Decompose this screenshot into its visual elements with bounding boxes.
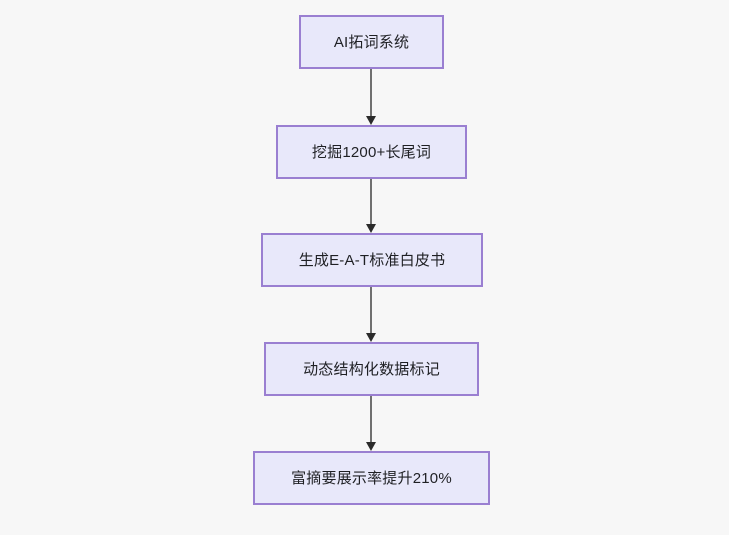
connector-line [370, 69, 372, 117]
arrowhead-icon [366, 442, 376, 451]
flowchart-node-2[interactable]: 挖掘1200+长尾词 [276, 125, 467, 179]
flowchart-node-label: 挖掘1200+长尾词 [311, 143, 432, 161]
flowchart-node-label: AI拓词系统 [333, 33, 410, 51]
arrowhead-icon [366, 333, 376, 342]
connector-line [370, 396, 372, 443]
flowchart-node-label: 动态结构化数据标记 [303, 360, 440, 378]
connector-line [370, 287, 372, 334]
arrowhead-icon [366, 224, 376, 233]
connector-line [370, 179, 372, 225]
flowchart-node-5[interactable]: 富摘要展示率提升210% [253, 451, 490, 505]
flowchart-node-3[interactable]: 生成E-A-T标准白皮书 [261, 233, 483, 287]
flowchart-node-1[interactable]: AI拓词系统 [299, 15, 444, 69]
flowchart-node-4[interactable]: 动态结构化数据标记 [264, 342, 479, 396]
arrowhead-icon [366, 116, 376, 125]
flowchart-node-label: 生成E-A-T标准白皮书 [298, 251, 446, 269]
flowchart-node-label: 富摘要展示率提升210% [291, 469, 452, 487]
